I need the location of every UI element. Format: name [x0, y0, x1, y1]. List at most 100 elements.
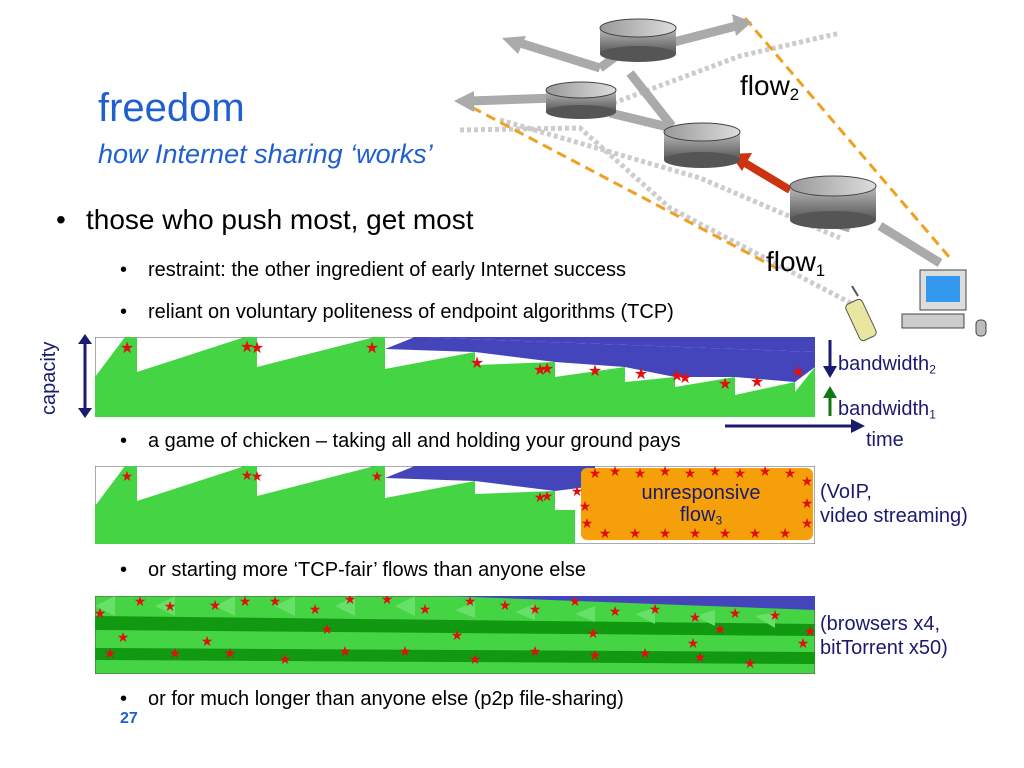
sawtooth-diagram-many-flows: ★★★★ ★★★★ ★★★★ ★★★★ ★★★★ ★★★★ ★★★★ ★★★★ … [95, 596, 815, 674]
loss-markers: ★★★★ ★★★★ ★★★★ ★★ [120, 337, 805, 393]
router-icon [545, 81, 617, 119]
svg-text:★: ★ [104, 646, 117, 662]
svg-text:★: ★ [689, 526, 702, 542]
svg-text:★: ★ [239, 596, 252, 610]
svg-text:★: ★ [541, 489, 554, 505]
gray-arrowheads [454, 14, 752, 112]
time-arrow [725, 419, 865, 433]
mobile-phone-icon [845, 285, 877, 342]
svg-text:★: ★ [718, 374, 732, 393]
flow-boundaries [457, 17, 952, 272]
svg-text:★: ★ [801, 516, 814, 532]
svg-text:★: ★ [250, 338, 264, 357]
svg-text:★: ★ [451, 628, 464, 644]
svg-text:★: ★ [534, 490, 547, 506]
svg-text:★: ★ [749, 526, 762, 542]
sawtooth-diagram-unresponsive: ★★★★ ★★★ ★★★★ ★★★★ ★★★★ ★★★★ ★★★★ ★ [95, 466, 815, 544]
svg-text:★: ★ [719, 526, 732, 542]
loss-markers: ★★★★ ★★★★ ★★★★ ★★★★ ★★★★ ★★★★ ★★★★ ★★★★ … [95, 596, 815, 672]
svg-text:★: ★ [169, 646, 182, 662]
svg-text:★: ★ [587, 626, 600, 642]
svg-text:★: ★ [251, 469, 264, 485]
unresponsive-flow-label: unresponsive flow3 [641, 482, 761, 528]
svg-text:★: ★ [609, 604, 622, 620]
svg-text:★: ★ [381, 596, 394, 608]
computer-icon [901, 269, 987, 337]
svg-text:★: ★ [759, 466, 772, 480]
svg-text:★: ★ [629, 526, 642, 542]
svg-text:★: ★ [797, 636, 810, 652]
router-icon [663, 122, 741, 168]
time-label: time [866, 429, 904, 451]
svg-text:★: ★ [589, 466, 602, 482]
flow1-label: flow1 [766, 246, 826, 281]
browsers-note: (browsers x4, bitTorrent x50) [820, 613, 948, 659]
sub-bullet: •a game of chicken – taking all and hold… [120, 430, 681, 452]
router-icon [789, 175, 877, 229]
svg-text:★: ★ [540, 359, 554, 378]
voip-note: (VoIP, video streaming) [820, 481, 968, 527]
svg-text:★: ★ [714, 622, 727, 638]
svg-text:★: ★ [121, 469, 134, 485]
slide-subtitle: how Internet sharing ‘works’ [98, 139, 433, 169]
slide-number: 27 [120, 710, 138, 727]
svg-text:★: ★ [419, 602, 432, 618]
svg-text:★: ★ [339, 644, 352, 660]
red-flow-arrow [737, 156, 793, 194]
svg-text:★: ★ [804, 624, 815, 640]
bandwidth-arrows [823, 340, 837, 416]
svg-text:★: ★ [750, 372, 764, 391]
svg-text:★: ★ [241, 468, 254, 484]
svg-text:★: ★ [687, 636, 700, 652]
svg-text:★: ★ [240, 337, 254, 356]
svg-text:★: ★ [344, 596, 357, 608]
svg-text:★: ★ [589, 648, 602, 664]
svg-text:★: ★ [791, 362, 805, 381]
main-bullet: •those who push most, get most [56, 204, 474, 235]
svg-text:★: ★ [744, 656, 757, 672]
svg-text:★: ★ [801, 474, 814, 490]
sub-bullet: •restraint: the other ingredient of earl… [120, 259, 627, 281]
bandwidth2-label: bandwidth2 [838, 353, 936, 377]
svg-text:★: ★ [529, 602, 542, 618]
svg-text:★: ★ [529, 644, 542, 660]
svg-text:★: ★ [729, 606, 742, 622]
svg-text:★: ★ [95, 606, 106, 622]
capacity-arrow [78, 334, 92, 418]
svg-text:★: ★ [569, 596, 582, 610]
svg-text:★: ★ [599, 526, 612, 542]
svg-text:★: ★ [779, 526, 792, 542]
sub-bullet: •or starting more ‘TCP-fair’ flows than … [120, 559, 586, 581]
svg-text:★: ★ [309, 602, 322, 618]
svg-text:★: ★ [117, 630, 130, 646]
svg-text:★: ★ [634, 364, 648, 383]
svg-text:★: ★ [579, 499, 592, 515]
svg-text:★: ★ [634, 466, 647, 482]
svg-text:★: ★ [399, 644, 412, 660]
svg-text:★: ★ [659, 466, 672, 480]
svg-text:★: ★ [201, 634, 214, 650]
bandwidth1-label: bandwidth1 [838, 398, 936, 422]
svg-text:★: ★ [269, 596, 282, 610]
network-diagram [454, 14, 987, 342]
flow-teeth [95, 596, 775, 628]
svg-text:★: ★ [649, 602, 662, 618]
svg-text:★: ★ [224, 646, 237, 662]
svg-text:★: ★ [801, 496, 814, 512]
capacity-label: capacity [38, 341, 60, 415]
svg-text:★: ★ [670, 366, 684, 385]
sub-bullet: •or for much longer than anyone else (p2… [120, 688, 624, 710]
flow2-label: flow2 [740, 70, 800, 105]
svg-text:★: ★ [371, 469, 384, 485]
svg-text:★: ★ [464, 596, 477, 610]
svg-text:★: ★ [609, 466, 622, 480]
svg-text:★: ★ [689, 610, 702, 626]
svg-text:★: ★ [321, 622, 334, 638]
svg-text:★: ★ [164, 599, 177, 615]
svg-text:★: ★ [209, 598, 222, 614]
svg-text:★: ★ [470, 353, 484, 372]
svg-text:★: ★ [588, 361, 602, 380]
flow-stripes [95, 616, 815, 664]
svg-text:★: ★ [469, 652, 482, 668]
svg-text:★: ★ [120, 338, 134, 357]
